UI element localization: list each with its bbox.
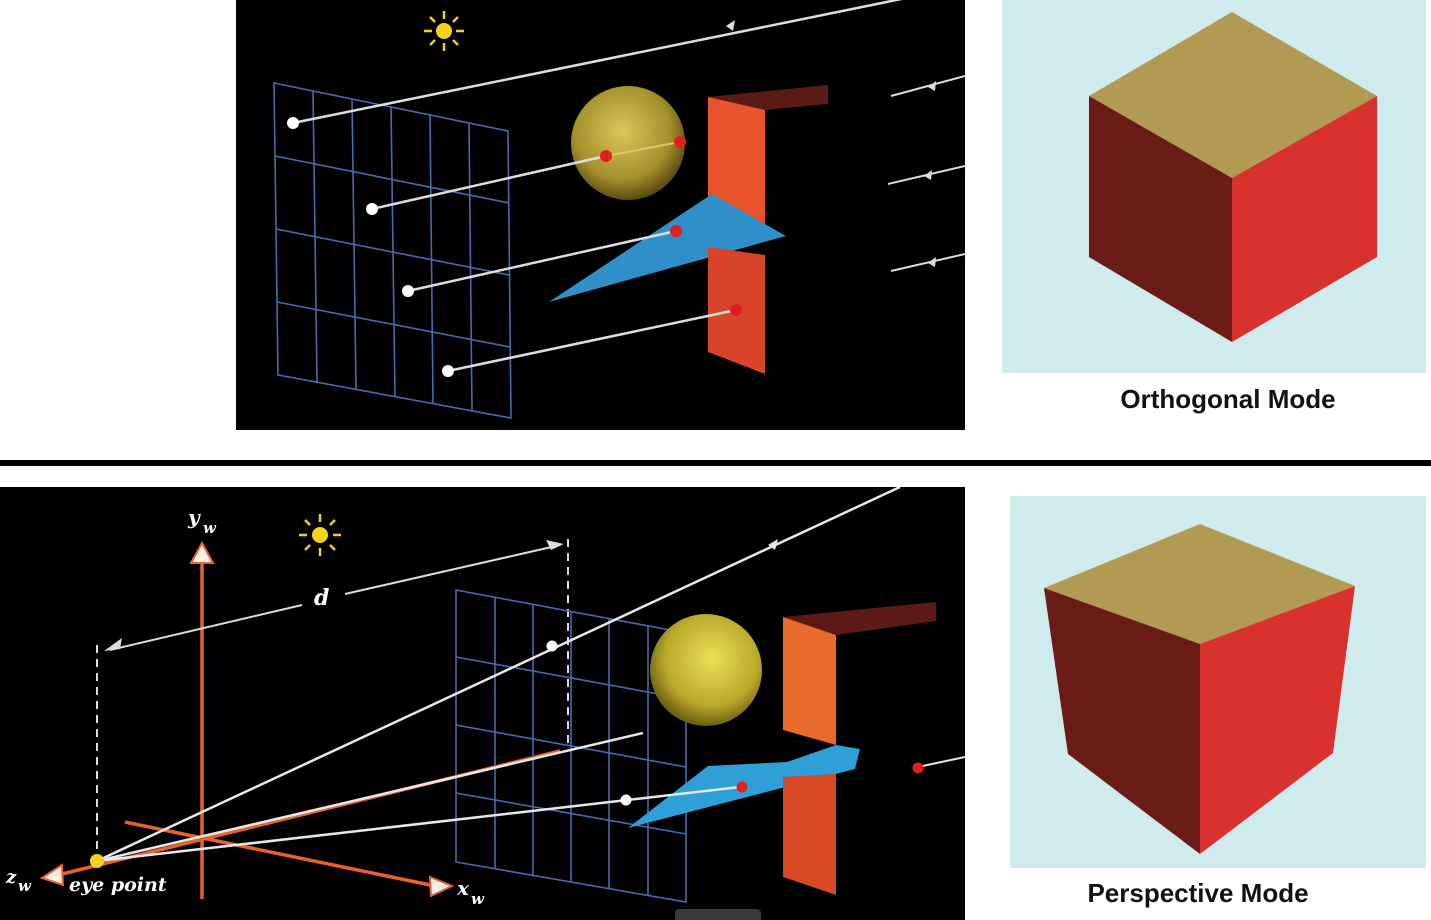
eye-point-marker [90,854,104,868]
z-axis-arrow-icon [39,863,65,887]
perspective-mode-caption: Perspective Mode [1087,878,1309,908]
orthogonal-scene [236,0,965,430]
perspective-scene: y w x w z w d eye point [0,487,965,920]
x-axis-arrow-icon [428,875,455,898]
x-axis-label: x [456,876,470,900]
orthogonal-cube-panel [1002,0,1426,373]
z-axis-label: z [5,867,17,888]
z-axis-subscript: w [18,877,32,895]
wall-panel-upper [783,617,836,745]
wall-top [783,602,936,635]
sphere [571,86,685,200]
scroll-handle [675,909,761,920]
d-arrow-left-icon [104,638,122,651]
triangle [549,194,786,302]
orthogonal-mode-caption: Orthogonal Mode [1120,384,1336,414]
cube-left-face [1044,588,1200,854]
y-axis-subscript: w [203,519,217,537]
sun-icon [299,514,341,556]
x-axis [124,820,441,889]
image-plane-grid [455,589,687,903]
distance-label: d [314,585,329,611]
sphere [650,614,762,726]
wall-top [708,85,828,110]
y-axis-arrow-icon [189,540,215,564]
cube-top-face [1089,12,1377,178]
perspective-cube-panel [1010,496,1426,868]
image-plane-grid [273,82,512,419]
ray-arrow-icon [768,539,778,550]
cube-right-face [1232,96,1377,342]
section-divider [0,460,1431,466]
cube-right-face [1200,586,1355,854]
d-arrow-right-icon [546,540,564,550]
wall-panel-lower [783,774,836,895]
x-axis-subscript: w [471,890,485,908]
eye-point-label: eye point [69,874,167,896]
cube-left-face [1089,96,1232,342]
cube-top-face [1044,524,1355,644]
y-axis-label: y [187,505,201,529]
sun-icon [424,11,464,51]
